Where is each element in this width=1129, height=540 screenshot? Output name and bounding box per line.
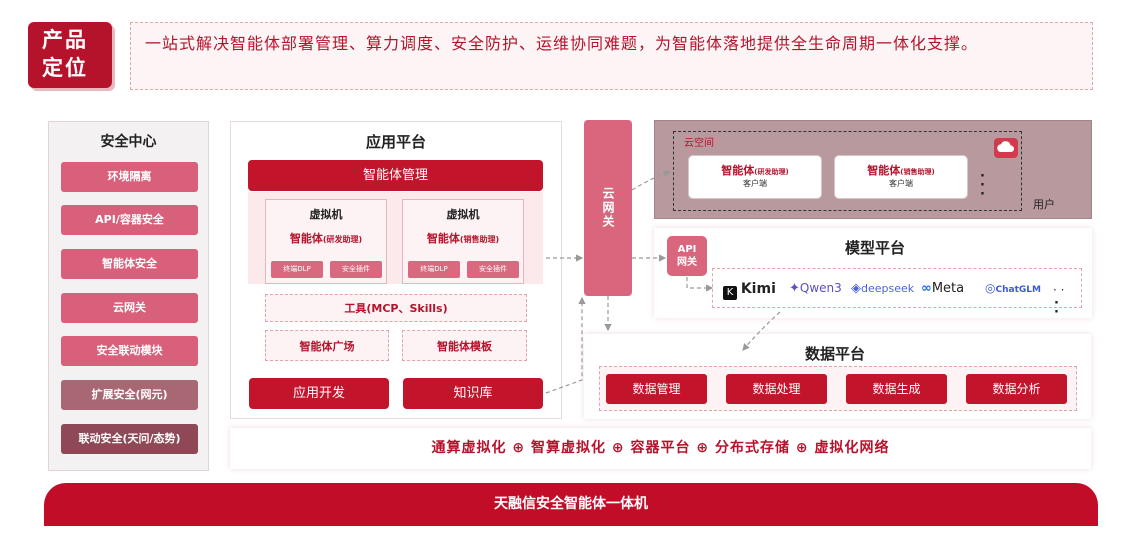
cloud-agent-sales[interactable]: 智能体(销售助理) 客户端 bbox=[834, 155, 968, 199]
vm-card-sales[interactable]: 虚拟机 智能体(销售助理) 终端DLP 安全插件 bbox=[402, 199, 524, 284]
security-center-panel: 安全中心 环境隔离 API/容器安全 智能体安全 云网关 安全联动模块 扩展安全… bbox=[48, 121, 209, 471]
security-item-cloud-gateway[interactable]: 云网关 bbox=[61, 293, 198, 323]
security-item-extended[interactable]: 扩展安全(网元) bbox=[61, 380, 198, 410]
vm-title: 虚拟机 bbox=[309, 208, 343, 221]
chip-dlp: 终端DLP bbox=[408, 261, 460, 278]
more-dots: · · bbox=[1053, 283, 1065, 297]
security-center-title: 安全中心 bbox=[100, 134, 157, 150]
vm-title: 虚拟机 bbox=[446, 208, 480, 221]
cloud-space-dashed bbox=[673, 131, 1022, 211]
security-item-env-isolation[interactable]: 环境隔离 bbox=[61, 162, 198, 192]
deepseek-logo[interactable]: ◈deepseek bbox=[851, 281, 915, 296]
knowledge-base-button[interactable]: 知识库 bbox=[403, 378, 543, 409]
vm-card-rd[interactable]: 虚拟机 智能体(研发助理) 终端DLP 安全插件 bbox=[265, 199, 387, 284]
model-platform-title: 模型平台 bbox=[844, 239, 905, 257]
security-item-agent[interactable]: 智能体安全 bbox=[61, 249, 198, 279]
agent-square-box[interactable]: 智能体广场 bbox=[265, 330, 389, 361]
model-logos-row: K Kimi ✦Qwen3 ◈deepseek ∞Meta ◎ChatGLM ·… bbox=[712, 268, 1082, 308]
chip-dlp: 终端DLP bbox=[271, 261, 323, 278]
agent-management-bar[interactable]: 智能体管理 bbox=[248, 160, 543, 191]
chip-plugin: 安全插件 bbox=[467, 261, 519, 278]
tag-line-2: 定位 bbox=[42, 56, 88, 80]
positioning-description: 一站式解决智能体部署管理、算力调度、安全防护、运维协同难题，为智能体落地提供全生… bbox=[130, 22, 1093, 90]
cloud-agent-rd[interactable]: 智能体(研发助理) 客户端 bbox=[688, 155, 822, 199]
more-dots: ··· bbox=[980, 169, 985, 202]
data-management-button[interactable]: 数据管理 bbox=[606, 374, 707, 404]
security-item-api-container[interactable]: API/容器安全 bbox=[61, 205, 198, 235]
infrastructure-bar: 通算虚拟化 ⊕ 智算虚拟化 ⊕ 容器平台 ⊕ 分布式存储 ⊕ 虚拟化网络 bbox=[230, 428, 1091, 469]
security-item-linked[interactable]: 联动安全(天问/态势) bbox=[61, 424, 198, 454]
tools-box[interactable]: 工具(MCP、Skills) bbox=[265, 294, 527, 322]
more-dots: ·· bbox=[1054, 296, 1059, 320]
cloud-icon bbox=[994, 138, 1018, 158]
data-processing-button[interactable]: 数据处理 bbox=[726, 374, 827, 404]
vm-agent: 智能体(研发助理) bbox=[289, 232, 363, 245]
user-label: 用户 bbox=[1033, 198, 1055, 211]
product-positioning-tag: 产品 定位 bbox=[28, 22, 112, 88]
kimi-logo[interactable]: K Kimi bbox=[723, 281, 776, 300]
chatglm-logo[interactable]: ◎ChatGLM bbox=[985, 281, 1041, 295]
product-name-base: 天融信安全智能体一体机 bbox=[44, 483, 1098, 526]
app-dev-button[interactable]: 应用开发 bbox=[249, 378, 389, 409]
cloud-gateway-block[interactable]: 云网关 bbox=[584, 120, 632, 296]
tag-line-1: 产品 bbox=[42, 28, 88, 52]
cloud-space-label: 云空间 bbox=[684, 138, 714, 149]
qwen-logo[interactable]: ✦Qwen3 bbox=[789, 281, 842, 296]
data-platform-title: 数据平台 bbox=[804, 345, 865, 363]
application-platform-title: 应用平台 bbox=[365, 133, 426, 151]
security-item-linkage-module[interactable]: 安全联动模块 bbox=[61, 336, 198, 366]
api-gateway-block[interactable]: API 网关 bbox=[667, 236, 707, 276]
agent-template-box[interactable]: 智能体模板 bbox=[402, 330, 527, 361]
data-generation-button[interactable]: 数据生成 bbox=[846, 374, 947, 404]
chip-plugin: 安全插件 bbox=[330, 261, 382, 278]
data-analysis-button[interactable]: 数据分析 bbox=[966, 374, 1067, 404]
meta-logo[interactable]: ∞Meta bbox=[921, 281, 965, 296]
vm-agent: 智能体(销售助理) bbox=[426, 232, 500, 245]
